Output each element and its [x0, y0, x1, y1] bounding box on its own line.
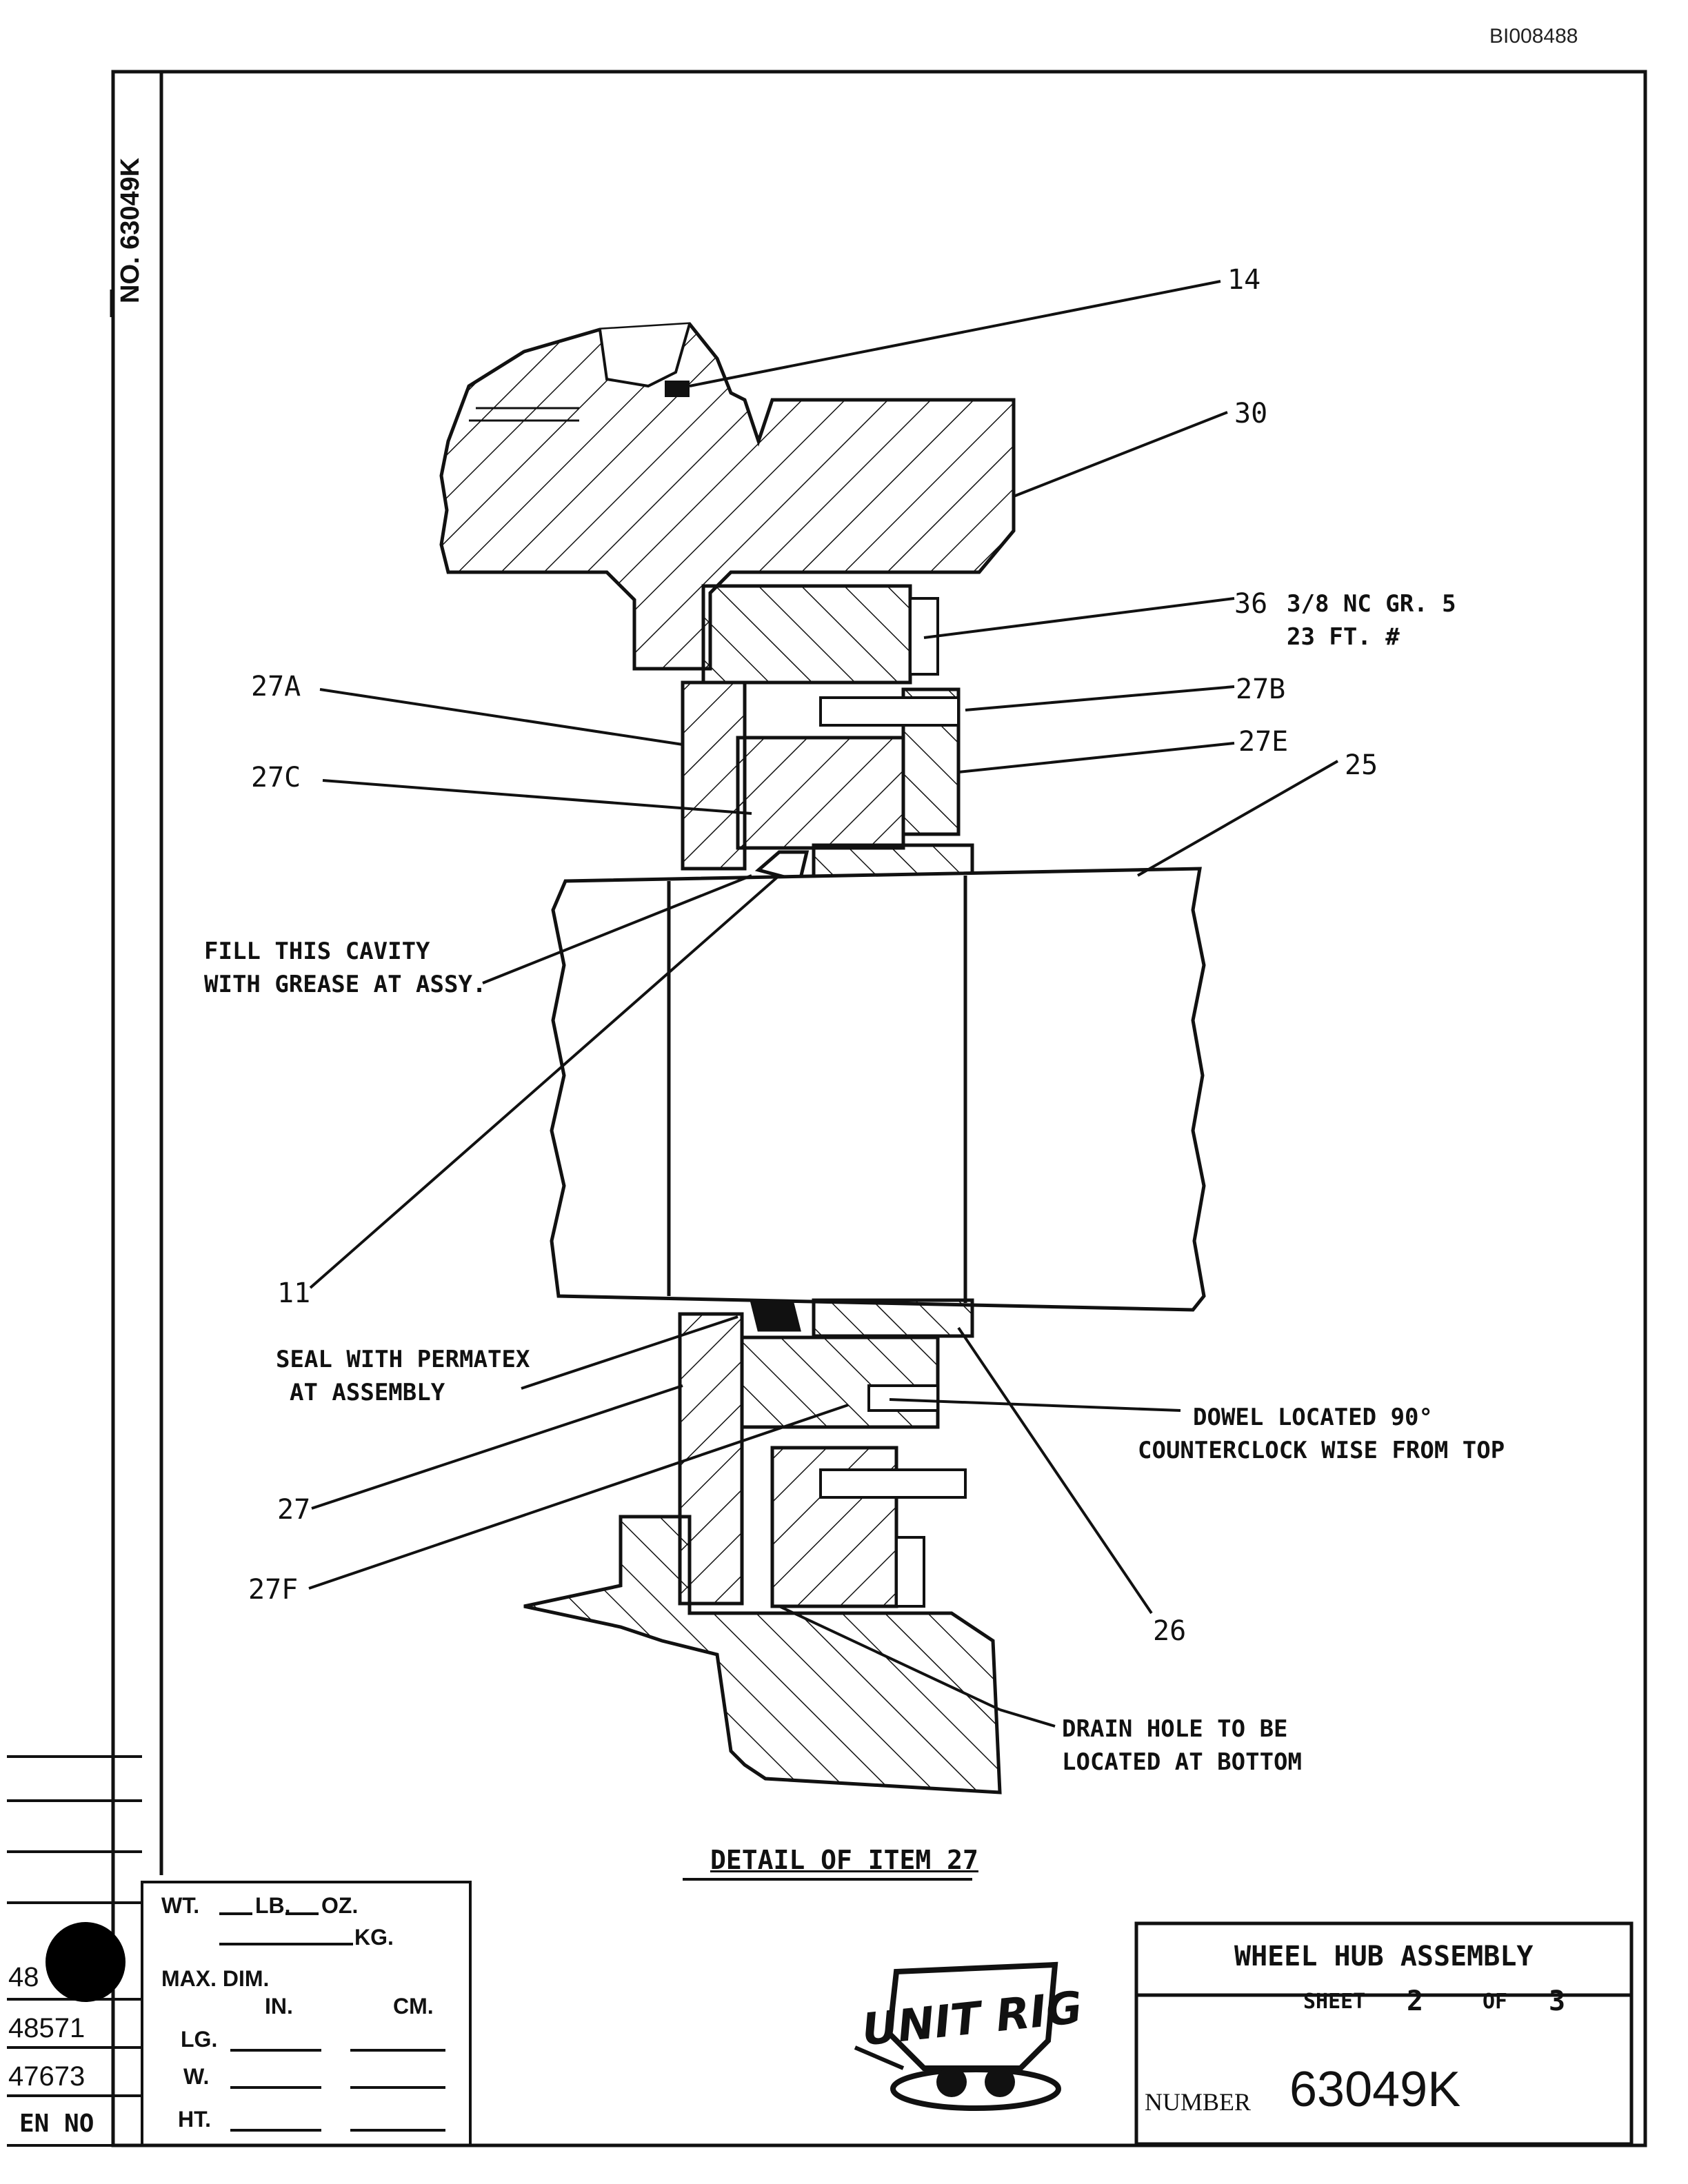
ht-label: HT. [178, 2107, 211, 2132]
logo-swoosh [890, 2067, 1061, 2111]
dowel-location-line1: DOWEL LOCATED 90° [1193, 1404, 1433, 1431]
callout-27b: 27B [1236, 674, 1286, 705]
seal-o-ring-14 [665, 381, 690, 397]
leader-lines [308, 280, 1338, 1728]
oz-label: OZ. [321, 1893, 359, 1918]
ref-number-3: 47673 [8, 2061, 86, 2092]
cm-label: CM. [393, 1994, 434, 2019]
ref-number-1: 48 [8, 1962, 39, 1992]
ref-number-2: 48571 [8, 2013, 86, 2043]
dowel-pin [867, 1384, 939, 1412]
drawing-number: 63049K [1289, 2062, 1461, 2117]
sheet-of-label: OF [1483, 1990, 1508, 2014]
wt-label: WT. [161, 1893, 200, 1918]
sheet-border [111, 70, 1647, 2147]
callout-27c: 27C [251, 762, 301, 793]
callout-36: 36 [1234, 588, 1268, 620]
dowel-location-line2: COUNTERCLOCK WISE FROM TOP [1138, 1437, 1505, 1464]
grease-fill-line1: FILL THIS CAVITY [204, 938, 430, 965]
permatex-seal-line2: AT ASSEMBLY [290, 1379, 445, 1406]
sheet-total: 3 [1549, 1985, 1566, 2017]
en-no-label: EN NO [19, 2110, 94, 2138]
vertical-drawing-number: NO. 63049K [116, 157, 145, 303]
logo-streak [854, 2045, 905, 2070]
shaft-25 [550, 867, 1206, 1312]
title-text: WHEEL HUB ASSEMBLY [1234, 1941, 1534, 1972]
bolt-spec-line2: 23 FT. # [1287, 623, 1400, 651]
lower-seal-ring [812, 1298, 974, 1338]
dowel-location-note: DOWEL LOCATED 90° COUNTERCLOCK WISE FROM… [1138, 1401, 1505, 1467]
lower-bolt-head [895, 1536, 925, 1608]
lower-grease-cavity [750, 1302, 801, 1332]
sheet-current: 2 [1407, 1985, 1424, 2017]
w-label: W. [183, 2064, 210, 2089]
upper-housing-step [599, 323, 691, 388]
lower-housing-section [523, 1515, 1002, 1794]
permatex-seal-line1: SEAL WITH PERMATEX [276, 1346, 530, 1373]
drain-hole-note: DRAIN HOLE TO BE LOCATED AT BOTTOM [1062, 1712, 1302, 1779]
bushing-27c [736, 736, 905, 850]
registration-dot [46, 1922, 125, 2002]
retainer-upper-27a [701, 584, 912, 685]
logo-wheel-right [985, 2067, 1015, 2097]
document-id: BI008488 [1489, 25, 1578, 48]
weight-block-frame [141, 1881, 472, 2147]
callout-27a: 27A [251, 671, 301, 702]
callout-14: 14 [1227, 264, 1261, 296]
lb-label: LB. [255, 1893, 291, 1918]
callout-27f: 27F [248, 1574, 299, 1606]
logo-wheel-left [936, 2067, 967, 2097]
sheet-label: SHEET [1303, 1990, 1366, 2014]
bolt-27b-shank [819, 696, 960, 727]
upper-housing-bore-line [469, 407, 579, 422]
left-margin-lines [7, 1755, 142, 2147]
callout-30: 30 [1234, 398, 1268, 429]
bolt-spec-note: 3/8 NC GR. 5 23 FT. # [1287, 587, 1456, 654]
ring-27a [681, 680, 747, 871]
callout-27: 27 [277, 1494, 311, 1526]
permatex-seal-note: SEAL WITH PERMATEX AT ASSEMBLY [276, 1343, 530, 1409]
title-block-frame [1134, 1921, 1634, 2146]
drain-hole-line1: DRAIN HOLE TO BE [1062, 1715, 1288, 1743]
detail-caption: DETAIL OF ITEM 27 [710, 1845, 978, 1875]
callout-27e: 27E [1238, 726, 1289, 758]
callout-26: 26 [1153, 1615, 1187, 1647]
bolt-spec-line1: 3/8 NC GR. 5 [1287, 590, 1456, 618]
grease-fill-note: FILL THIS CAVITY WITH GREASE AT ASSY. [204, 935, 486, 1001]
in-label: IN. [265, 1994, 293, 2019]
unit-rig-logo: UNIT RIG [854, 1961, 1085, 2111]
number-label: NUMBER [1145, 2088, 1252, 2116]
kg-label: KG. [354, 1925, 394, 1950]
drain-hole-line2: LOCATED AT BOTTOM [1062, 1748, 1302, 1776]
logo-shield [886, 1961, 1058, 2071]
max-dim-label: MAX. DIM. [161, 1966, 270, 1991]
bushing-27f [740, 1335, 940, 1429]
grease-fill-line2: WITH GREASE AT ASSY. [204, 971, 487, 998]
callout-25: 25 [1345, 749, 1378, 781]
lg-label: LG. [181, 2027, 218, 2052]
lower-bolt-shank [819, 1468, 967, 1499]
upper-housing-section [439, 322, 1016, 671]
callout-11: 11 [277, 1277, 311, 1309]
